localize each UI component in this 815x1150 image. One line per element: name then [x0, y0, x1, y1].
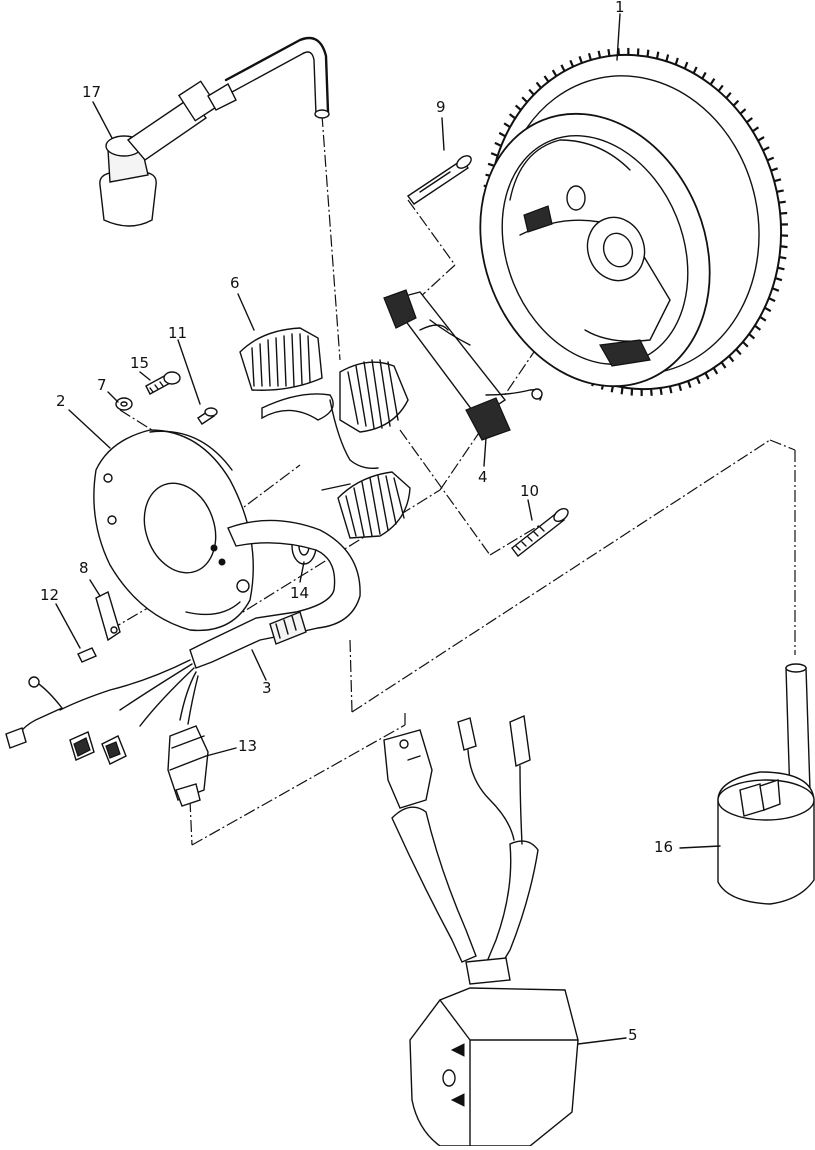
cdi-unit — [384, 716, 578, 1146]
ignition-coil — [718, 664, 814, 904]
connector-13 — [168, 726, 208, 806]
gear-tooth — [767, 158, 773, 161]
gear-tooth — [516, 105, 521, 110]
gear-tooth — [769, 298, 775, 301]
callout-8: 8 — [79, 561, 89, 576]
gear-tooth — [755, 326, 761, 330]
gear-tooth — [726, 93, 731, 98]
callout-17: 17 — [82, 85, 101, 100]
gear-tooth — [608, 49, 609, 56]
callout-9: 9 — [436, 100, 446, 115]
gear-tooth — [553, 70, 557, 76]
callout-1: 1 — [615, 0, 625, 15]
gear-tooth — [666, 54, 668, 61]
gear-tooth — [529, 90, 534, 95]
screw-12 — [78, 648, 96, 662]
gear-tooth — [765, 308, 771, 311]
gear-tooth — [622, 387, 623, 394]
gear-tooth — [778, 268, 785, 270]
gear-tooth — [679, 384, 681, 391]
gear-tooth — [537, 82, 541, 87]
gear-tooth — [688, 381, 690, 388]
gear-tooth — [522, 97, 527, 102]
gear-tooth — [651, 389, 652, 396]
callout-13: 13 — [238, 739, 257, 754]
flywheel — [441, 28, 812, 421]
callout-12: 12 — [40, 588, 59, 603]
gear-tooth — [779, 257, 786, 258]
gear-tooth — [740, 109, 745, 114]
gear-tooth — [589, 53, 591, 60]
gear-tooth — [747, 118, 752, 122]
washer-7 — [116, 398, 132, 410]
gear-tooth — [774, 179, 781, 181]
gear-tooth — [719, 85, 723, 91]
gear-tooth — [661, 388, 662, 395]
gear-tooth — [758, 137, 764, 141]
gear-tooth — [685, 62, 688, 69]
gear-tooth — [714, 368, 718, 374]
spark-plug-cap — [100, 38, 329, 226]
callout-15: 15 — [130, 356, 149, 371]
gear-tooth — [736, 349, 741, 354]
gear-tooth — [722, 362, 726, 368]
gear-tooth — [705, 373, 708, 379]
gear-tooth — [648, 50, 649, 57]
gear-tooth — [544, 76, 548, 82]
gear-tooth — [561, 65, 564, 71]
gear-tooth — [702, 72, 705, 78]
gear-tooth — [729, 356, 733, 361]
gear-tooth — [763, 147, 769, 150]
gear-tooth — [670, 386, 671, 393]
callout-14: 14 — [290, 586, 309, 601]
gear-tooth — [570, 60, 573, 66]
callout-11: 11 — [168, 326, 187, 341]
gear-tooth — [753, 127, 759, 131]
callout-5: 5 — [628, 1028, 638, 1043]
gear-tooth — [495, 143, 501, 146]
clamp-8 — [96, 592, 120, 640]
gear-tooth — [580, 56, 582, 63]
callout-3: 3 — [262, 681, 272, 696]
gear-tooth — [599, 51, 600, 58]
screw-11 — [198, 408, 217, 424]
gear-tooth — [499, 133, 505, 136]
gear-tooth — [781, 246, 788, 247]
gear-tooth — [694, 67, 697, 73]
bolt-9 — [408, 153, 473, 204]
gear-tooth — [749, 334, 754, 339]
gear-tooth — [775, 278, 782, 280]
gear-tooth — [772, 288, 779, 291]
gear-tooth — [491, 153, 498, 156]
gear-tooth — [618, 48, 619, 55]
gear-tooth — [779, 202, 786, 203]
lighting-coils — [240, 328, 410, 538]
gear-tooth — [697, 377, 700, 383]
gear-tooth — [771, 168, 778, 170]
screw-15 — [146, 372, 180, 394]
callout-7: 7 — [97, 378, 107, 393]
gear-tooth — [760, 317, 766, 321]
callout-4: 4 — [478, 470, 488, 485]
callout-2: 2 — [56, 394, 66, 409]
gear-tooth — [504, 123, 510, 127]
gear-tooth — [780, 213, 787, 214]
gear-tooth — [711, 79, 715, 85]
callout-6: 6 — [230, 276, 240, 291]
gear-tooth — [657, 52, 658, 59]
bolt-10 — [512, 506, 570, 556]
callout-10: 10 — [520, 484, 539, 499]
gear-tooth — [734, 101, 739, 106]
gear-tooth — [510, 114, 516, 118]
gear-tooth — [743, 342, 748, 347]
gear-tooth — [777, 190, 784, 191]
callout-16: 16 — [654, 840, 673, 855]
gear-tooth — [676, 58, 678, 65]
